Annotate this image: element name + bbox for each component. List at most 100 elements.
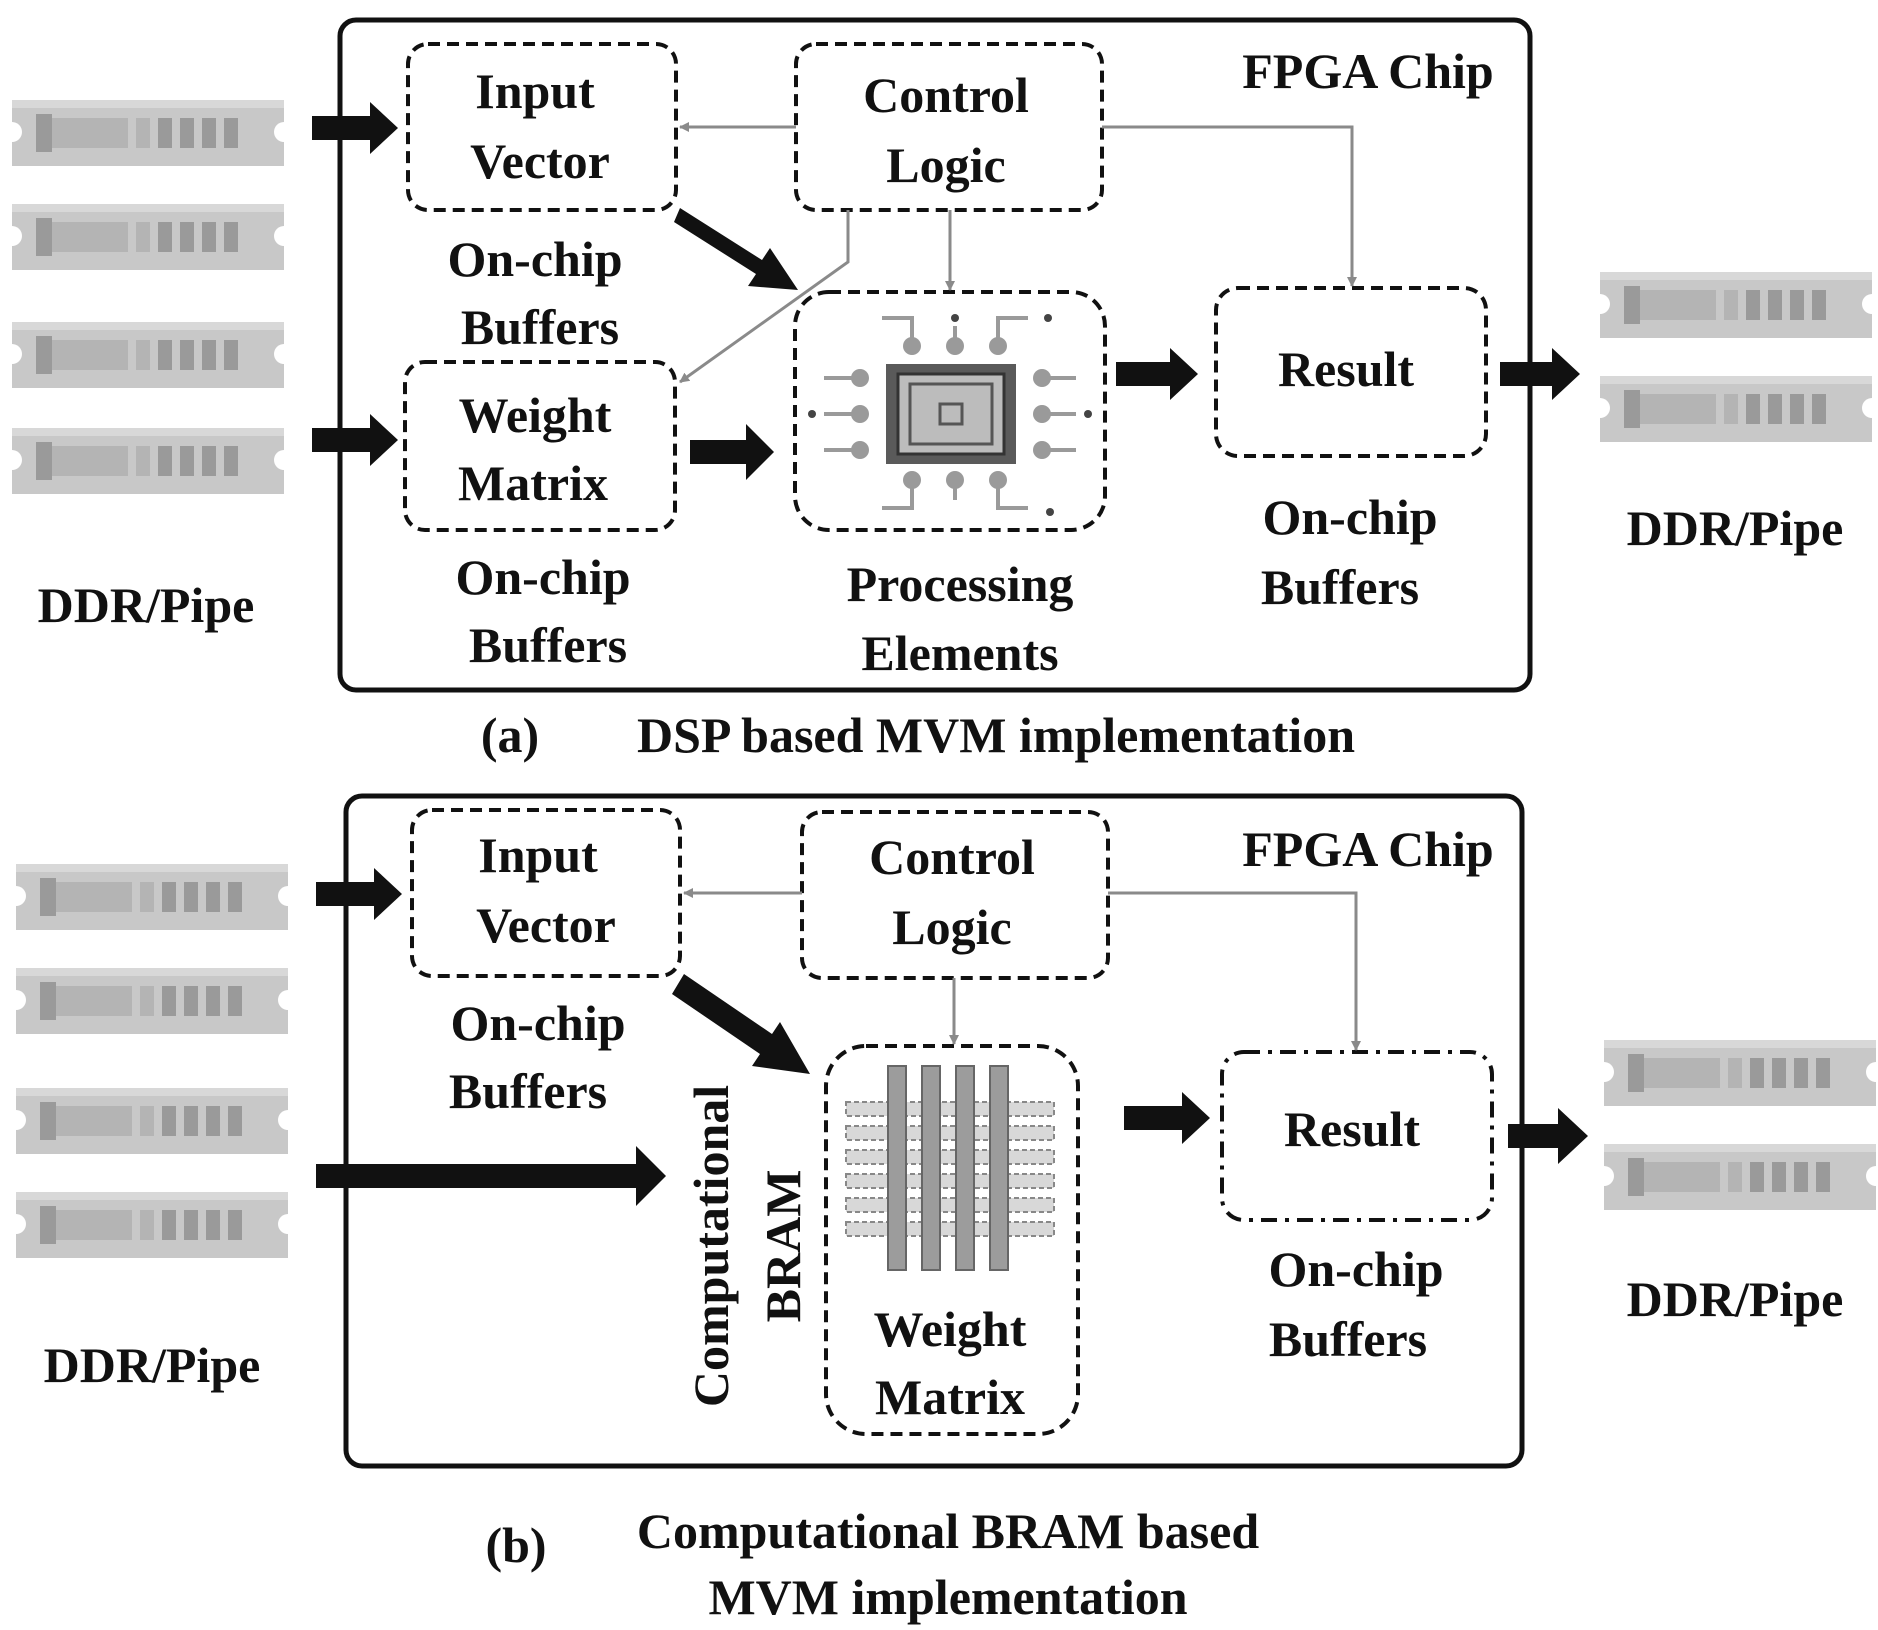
- memory-module-chip: [1724, 290, 1738, 320]
- chip-via: [808, 410, 816, 418]
- weight-matrix-box-a: [403, 360, 677, 532]
- memory-module-top-edge: [16, 1088, 288, 1096]
- bram-to-result-arrow-b: [1124, 1092, 1210, 1144]
- result-to-ddr-arrow-a: [1500, 348, 1580, 400]
- chip-via: [951, 314, 959, 322]
- chip-pin-pad: [851, 441, 869, 459]
- memory-module-chip: [136, 222, 150, 252]
- memory-module-chip: [158, 446, 172, 476]
- bram-row-line: [845, 1125, 1055, 1141]
- chip-pin-pad: [989, 337, 1007, 355]
- memory-module-chip: [162, 882, 176, 912]
- memory-module-chip: [56, 1210, 132, 1240]
- ddr-pipe-label-left-b: DDR/Pipe: [44, 1337, 261, 1393]
- memory-module-chip: [184, 1210, 198, 1240]
- memory-module-top-edge: [12, 322, 284, 330]
- input-vector-label-b-2: Vector: [476, 897, 616, 953]
- caption-b-tag: (b): [485, 1517, 546, 1573]
- memory-module-chip: [1624, 286, 1640, 324]
- memory-module-top-edge: [1604, 1040, 1876, 1048]
- chip-pin-pad: [989, 471, 1007, 489]
- memory-module-notch-right: [1862, 398, 1872, 418]
- memory-module-chip: [1772, 1058, 1786, 1088]
- memory-module-chip: [224, 118, 238, 148]
- memory-module-icon: [16, 1192, 288, 1258]
- memory-module-chip: [228, 986, 242, 1016]
- memory-module-notch-right: [274, 226, 284, 246]
- memory-module-chip: [1628, 1054, 1644, 1092]
- control-logic-box-b: [800, 810, 1110, 980]
- memory-module-icon: [12, 100, 284, 166]
- ddr-to-bram-arrow-b: [316, 1146, 666, 1206]
- memory-module-chip: [36, 336, 52, 374]
- memory-module-chip: [1812, 394, 1826, 424]
- memory-module-notch-right: [274, 450, 284, 470]
- chip-pin-pad: [946, 337, 964, 355]
- chip-via: [1084, 410, 1092, 418]
- chip-trace: [996, 500, 1028, 510]
- memory-module-chip: [1750, 1058, 1764, 1088]
- memory-module-notch-left: [1604, 1062, 1614, 1082]
- chip-trace: [882, 316, 914, 326]
- memory-module-notch-left: [16, 886, 26, 906]
- weight-to-pe-arrow-a: [690, 424, 774, 480]
- memory-module-chip: [1746, 290, 1760, 320]
- memory-module-chip: [158, 222, 172, 252]
- memory-module-chip: [224, 222, 238, 252]
- memory-module-chip: [162, 1210, 176, 1240]
- memory-module-chip: [1644, 1058, 1720, 1088]
- memory-module-icon: [1600, 272, 1872, 338]
- memory-module-icon: [16, 1088, 288, 1154]
- memory-module-chip: [228, 1210, 242, 1240]
- chip-pin-pad: [903, 337, 921, 355]
- memory-module-chip: [162, 986, 176, 1016]
- input-buffer-caption-a-2: Buffers: [461, 299, 619, 355]
- memory-module-top-edge: [12, 204, 284, 212]
- memory-module-notch-left: [12, 344, 22, 364]
- fpga-chip-label-a: FPGA Chip: [1242, 43, 1493, 99]
- memory-module-notch-left: [1600, 398, 1610, 418]
- weight-buffer-caption-a-2: Buffers: [469, 617, 627, 673]
- weight-matrix-label-a-2: Matrix: [458, 455, 608, 511]
- memory-module-chip: [1772, 1162, 1786, 1192]
- memory-module-chip: [202, 446, 216, 476]
- memory-module-chip: [1728, 1058, 1742, 1088]
- chip-pin-pad: [903, 471, 921, 489]
- memory-module-chip: [224, 446, 238, 476]
- bram-column-line: [955, 1065, 975, 1271]
- chip-pin-pad: [1033, 405, 1051, 423]
- memory-module-notch-left: [16, 1110, 26, 1130]
- bram-column-line: [989, 1065, 1009, 1271]
- memory-module-chip: [1812, 290, 1826, 320]
- memory-module-chip: [1816, 1058, 1830, 1088]
- bram-array-icon: [845, 1065, 1055, 1271]
- memory-module-chip: [184, 882, 198, 912]
- memory-module-chip: [202, 118, 216, 148]
- memory-module-chip: [136, 118, 150, 148]
- memory-module-notch-right: [278, 886, 288, 906]
- ddr-memory-icons-left-b: [16, 864, 288, 1258]
- memory-module-chip: [224, 340, 238, 370]
- ddr-pipe-label-right-a: DDR/Pipe: [1627, 500, 1844, 556]
- memory-module-chip: [184, 986, 198, 1016]
- chip-pin-pad: [851, 369, 869, 387]
- input-buffer-caption-a-1: On-chip: [447, 231, 622, 287]
- processing-elements-box-a: [793, 290, 1107, 532]
- control-logic-label-b-2: Logic: [892, 899, 1011, 955]
- memory-module-chip: [56, 1106, 132, 1136]
- computational-bram-box-b: [824, 1044, 1080, 1436]
- memory-module-chip: [180, 446, 194, 476]
- chip-trace: [882, 500, 914, 510]
- memory-module-top-edge: [12, 428, 284, 436]
- memory-module-chip: [136, 340, 150, 370]
- memory-module-icon: [1604, 1144, 1876, 1210]
- control-to-result-arrow-a: [1102, 125, 1357, 287]
- memory-module-top-edge: [16, 864, 288, 872]
- bram-row-line: [845, 1101, 1055, 1117]
- memory-module-icon: [1600, 376, 1872, 442]
- result-buffer-caption-b-1: On-chip: [1268, 1241, 1443, 1297]
- memory-module-chip: [1624, 390, 1640, 428]
- chip-die-inner: [908, 382, 994, 446]
- caption-b-line-2: MVM implementation: [708, 1569, 1187, 1625]
